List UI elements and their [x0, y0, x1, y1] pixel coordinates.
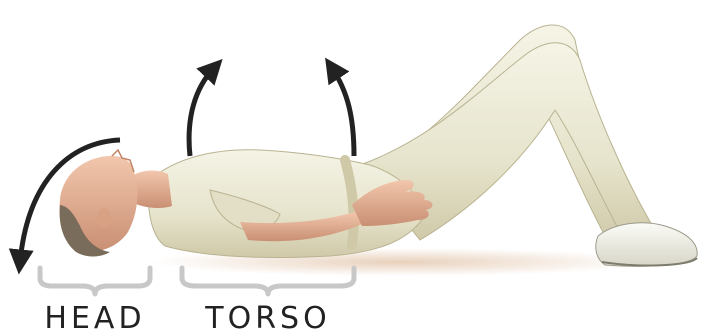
head-bracket	[40, 268, 150, 294]
torso-lift-arrow-left	[189, 68, 214, 156]
torso-label: TORSO	[204, 301, 330, 336]
head-label: HEAD	[44, 301, 145, 336]
shoe	[596, 223, 697, 266]
torso-lift-arrow-right	[332, 68, 354, 156]
reclining-person	[60, 25, 698, 276]
ear	[97, 208, 111, 228]
